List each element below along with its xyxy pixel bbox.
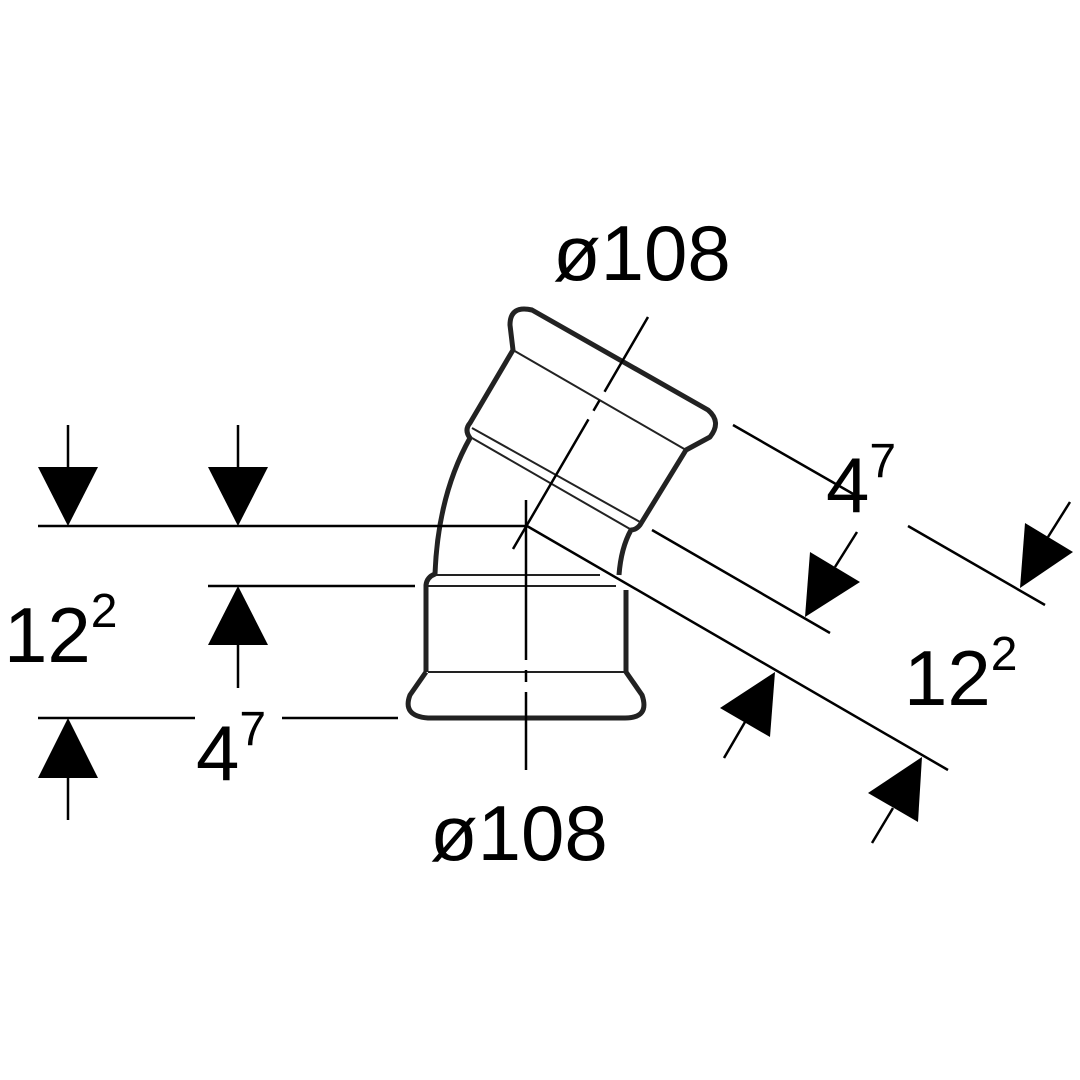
dimension-lines [38, 423, 1072, 844]
bottom-diameter-label: ø108 [430, 789, 608, 877]
arrow-diagonal-icon [720, 672, 775, 737]
top-diameter-label: ø108 [553, 209, 731, 297]
dimension-arrows [38, 467, 1073, 822]
right-insert-label: 47 [826, 435, 896, 529]
arrow-diagonal-icon [805, 552, 860, 617]
left-height-label: 122 [4, 585, 117, 679]
left-insert-label: 47 [196, 703, 266, 797]
center-lines [511, 316, 650, 770]
fitting-outline [405, 306, 718, 721]
right-length-label: 122 [904, 628, 1017, 722]
arrow-down-icon [208, 467, 268, 526]
arrow-down-icon [38, 467, 98, 526]
arrow-diagonal-icon [1020, 523, 1073, 588]
arrow-diagonal-icon [868, 757, 922, 822]
arrow-up-icon [208, 586, 268, 645]
arrow-up-icon [38, 718, 98, 778]
